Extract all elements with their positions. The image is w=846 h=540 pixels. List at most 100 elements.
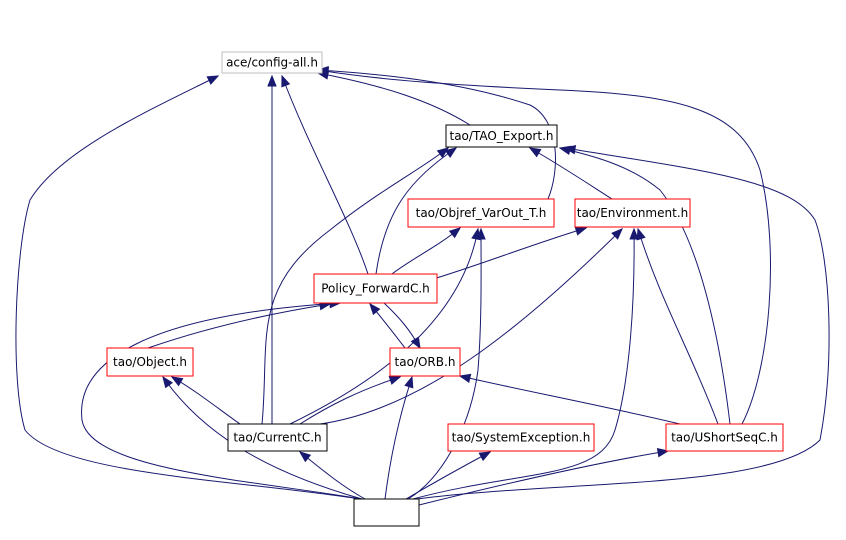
node-box <box>445 124 558 148</box>
edge-arrowhead <box>298 451 312 463</box>
node-box <box>574 198 691 228</box>
edge-line <box>319 228 623 425</box>
node-label: tao/Object.h <box>113 355 187 369</box>
node-currentc[interactable]: tao/CurrentC.h <box>227 423 328 452</box>
edge-policy_forward-to-config_all <box>281 74 369 275</box>
edge-line <box>147 303 331 349</box>
edge-policy_forward-to-objref_varout <box>391 227 462 275</box>
node-orb[interactable]: tao/ORB.h <box>389 347 461 377</box>
edge-environment-to-tao_export <box>528 147 613 200</box>
edge-ushortseq-to-tao_export <box>558 145 731 425</box>
edge-arrowhead <box>528 147 542 158</box>
edge-arrowhead <box>471 227 481 241</box>
edge-line <box>429 227 587 281</box>
edge-policyc-to-config_all <box>15 75 361 500</box>
node-config-all[interactable]: ace/config-all.h <box>221 51 323 74</box>
edge-arrowhead <box>436 147 450 159</box>
edge-line <box>15 75 361 500</box>
edge-ushortseq-to-config_all <box>316 66 771 425</box>
edge-line <box>299 376 401 425</box>
edge-line <box>317 69 556 200</box>
edge-line <box>391 227 461 275</box>
node-tao-export[interactable]: tao/TAO_Export.h <box>445 124 558 148</box>
edge-arrowhead <box>170 376 184 387</box>
node-label: tao/Objref_VarOut_T.h <box>416 206 547 220</box>
edge-ushortseq-to-orb <box>458 373 681 425</box>
node-box <box>447 423 595 452</box>
edge-line <box>559 147 731 425</box>
node-policyc[interactable]: PolicyC.h <box>353 498 420 527</box>
edges-layer <box>15 65 830 506</box>
node-objref-varout[interactable]: tao/Objref_VarOut_T.h <box>407 198 555 228</box>
node-label: tao/TAO_Export.h <box>450 129 554 143</box>
node-box <box>353 498 420 527</box>
edge-line <box>375 147 457 275</box>
edge-arrowhead <box>162 375 174 389</box>
node-object[interactable]: tao/Object.h <box>106 347 194 377</box>
edge-policyc-to-ushortseq <box>418 448 670 506</box>
edge-line <box>317 72 471 126</box>
edge-policyc-to-orb <box>384 375 414 500</box>
node-ushortseq[interactable]: tao/UShortSeqC.h <box>665 423 784 452</box>
edge-arrowhead <box>281 74 291 88</box>
edge-line <box>81 302 363 500</box>
node-system-exception[interactable]: tao/SystemException.h <box>447 423 595 452</box>
node-box <box>407 198 555 228</box>
edge-arrowhead <box>574 226 588 236</box>
edge-arrowhead <box>636 227 646 241</box>
edge-arrowhead <box>448 227 462 239</box>
edge-line <box>529 147 613 200</box>
edge-line <box>405 451 491 500</box>
node-label: tao/Environment.h <box>577 206 689 220</box>
edge-orb-to-policy_forward <box>369 302 406 349</box>
node-box <box>313 273 438 304</box>
edge-line <box>384 376 413 500</box>
node-box <box>221 51 323 74</box>
edge-line <box>261 147 449 425</box>
edge-policyc-to-system_exception <box>405 451 492 500</box>
edge-arrowhead <box>267 74 277 87</box>
edge-arrowhead <box>404 375 414 389</box>
edge-policy_forward-to-tao_export <box>375 147 458 275</box>
edge-arrowhead <box>611 228 623 240</box>
edge-arrowhead <box>410 336 421 350</box>
edge-line <box>459 375 681 425</box>
node-box <box>106 347 194 377</box>
edge-policyc-to-policy_forward <box>81 298 363 500</box>
edge-currentc-to-environment <box>319 228 623 425</box>
edge-line <box>289 228 479 425</box>
edge-arrowhead <box>558 145 572 156</box>
edge-policyc-to-currentc <box>298 451 366 500</box>
edge-line <box>412 228 635 500</box>
node-box <box>227 423 328 452</box>
node-label: tao/UShortSeqC.h <box>671 431 778 445</box>
node-label: tao/ORB.h <box>395 355 456 369</box>
node-label: ace/config-all.h <box>226 56 318 70</box>
edge-object-to-policy_forward <box>147 300 332 349</box>
nodes-layer: ace/config-all.h tao/TAO_Export.h tao/Objr… <box>106 51 784 527</box>
edge-arrowhead <box>656 448 670 458</box>
edge-currentc-to-objref_varout <box>289 227 481 425</box>
edge-policy_forward-to-orb <box>383 302 421 350</box>
edge-arrowhead <box>478 451 492 462</box>
edge-arrowhead <box>444 147 458 158</box>
edge-policy_forward-to-environment <box>429 226 588 281</box>
edge-currentc-to-orb <box>299 375 402 425</box>
edge-line <box>281 75 369 275</box>
node-environment[interactable]: tao/Environment.h <box>574 198 691 228</box>
node-box <box>665 423 784 452</box>
edge-line <box>418 450 669 506</box>
edge-currentc-to-object <box>170 376 241 425</box>
node-label: PolicyC.h <box>359 506 413 520</box>
edge-policyc-to-environment <box>412 227 639 500</box>
edge-line <box>637 228 719 425</box>
node-label: Policy_ForwardC.h <box>321 282 430 296</box>
node-label: tao/SystemException.h <box>452 431 591 445</box>
edge-arrowhead <box>369 302 381 316</box>
node-policy-forward[interactable]: Policy_ForwardC.h <box>313 273 438 304</box>
edge-currentc-to-tao_export <box>261 147 450 425</box>
edge-ushortseq-to-environment <box>636 227 719 425</box>
edge-currentc-to-config_all <box>267 74 277 424</box>
edge-arrowhead <box>458 373 472 383</box>
